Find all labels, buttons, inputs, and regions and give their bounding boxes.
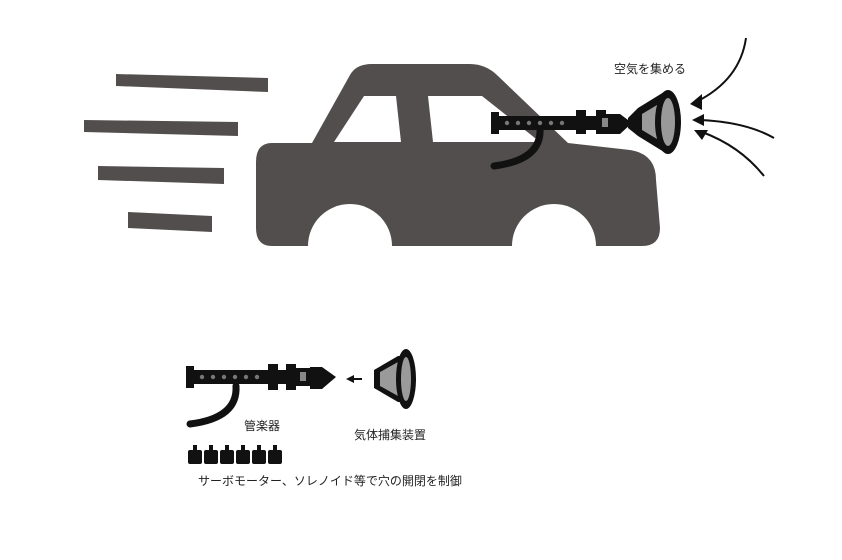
air-flow-arrows [695,37,775,177]
wind-instrument-icon [490,110,632,170]
car-icon [256,64,660,258]
gas-capture-funnel-icon [374,349,416,409]
gas-capture-device-label: 気体捕集装置 [354,428,427,442]
actuator-icon [188,445,282,464]
car-wheel-rear [326,210,374,258]
speed-lines-icon [84,74,268,232]
instrument-holes [504,120,565,126]
wind-instrument-label: 管楽器 [244,419,281,433]
flow-arrow-small [346,375,362,383]
air-funnel-icon [628,90,681,154]
collect-air-label: 空気を集める [614,62,687,76]
actuator-control-label: サーボモーター、ソレノイド等で穴の開閉を制御 [198,474,462,488]
car-wheel-front [530,210,578,258]
wind-instrument-detail-icon [186,364,336,428]
